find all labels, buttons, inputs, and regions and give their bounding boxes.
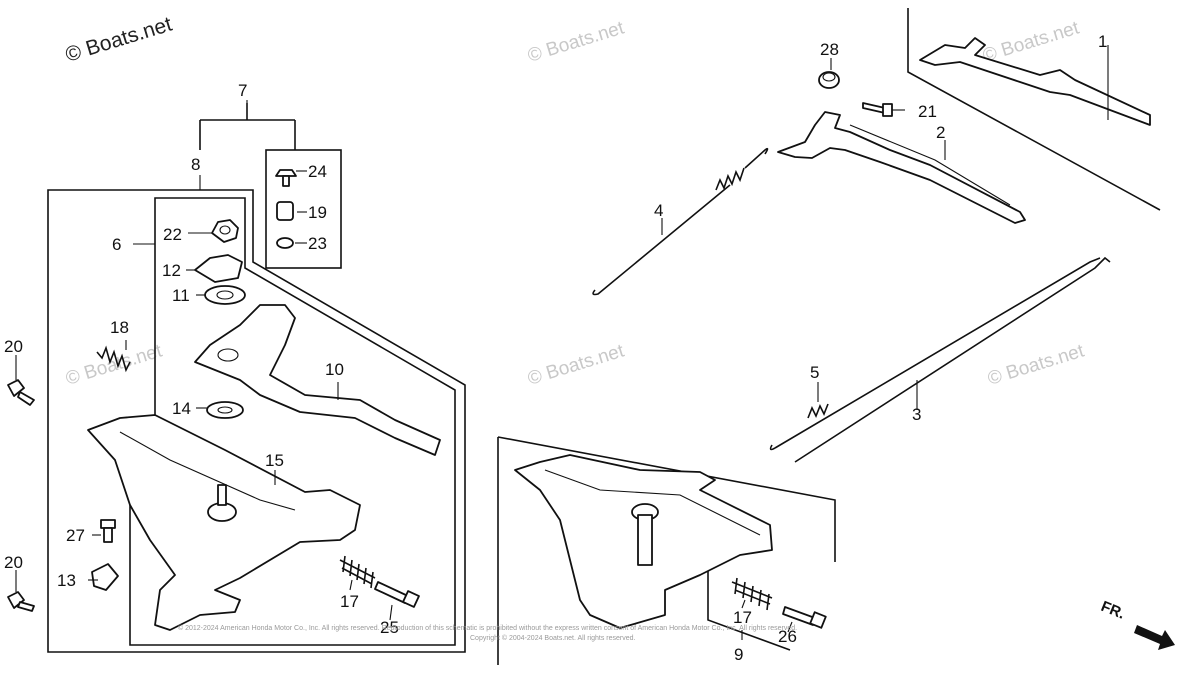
part-17-spring-right	[731, 577, 773, 611]
callout-14: 14	[172, 399, 191, 418]
front-direction-indicator: FR.	[1099, 598, 1175, 650]
watermark: © Boats.net	[63, 340, 165, 389]
part-14-washer	[206, 401, 244, 419]
callout-23: 23	[308, 234, 327, 253]
watermark: © Boats.net	[525, 340, 627, 389]
callout-12: 12	[162, 261, 181, 280]
callout-8: 8	[191, 155, 200, 174]
part-11-washer	[204, 285, 246, 305]
part-17-spring-left	[339, 555, 376, 589]
part-24-bolt	[275, 169, 297, 187]
part-10-lever	[194, 304, 441, 456]
callout-17-right: 17	[733, 608, 752, 627]
callout-21: 21	[918, 102, 937, 121]
callout-25: 25	[380, 618, 399, 637]
part-20-bolt-upper	[7, 379, 35, 406]
part-5-spring	[807, 403, 829, 419]
assembly-frame-9	[497, 436, 836, 665]
callout-5: 5	[810, 363, 819, 382]
front-direction-label: FR.	[1099, 598, 1128, 623]
callout-20-upper: 20	[4, 337, 23, 356]
callout-20-lower: 20	[4, 553, 23, 572]
part-2-lever	[777, 111, 1026, 224]
part-23-washer	[276, 237, 294, 249]
watermark: © Boats.net	[980, 17, 1082, 66]
callout-18: 18	[110, 318, 129, 337]
part-15-base	[87, 414, 361, 631]
assembly-frame-1	[907, 8, 1161, 211]
part-26-bolt	[782, 606, 827, 629]
callout-9: 9	[734, 645, 743, 664]
part-27-screw	[100, 519, 116, 543]
callout-24: 24	[308, 162, 327, 181]
callout-1: 1	[1098, 32, 1107, 51]
part-25-bolt	[374, 581, 420, 608]
leader-lines	[15, 45, 1109, 640]
callout-3: 3	[912, 405, 921, 424]
copyright-line-2: Copyright © 2004-2024 Boats.net. All rig…	[470, 634, 636, 642]
watermark: © Boats.net	[525, 17, 627, 66]
callout-7: 7	[238, 81, 247, 100]
part-4-rod	[592, 147, 769, 296]
part-22-nut	[211, 219, 239, 243]
part-19-collar	[276, 201, 294, 221]
callout-19: 19	[308, 203, 327, 222]
part-13-clip	[91, 563, 119, 591]
callout-11: 11	[172, 286, 190, 305]
callout-15: 15	[265, 451, 284, 470]
part-28-nut	[818, 71, 840, 89]
callout-6: 6	[112, 235, 121, 254]
part-18-spring	[96, 345, 131, 373]
callout-17-left: 17	[340, 592, 359, 611]
part-21-bolt	[862, 102, 893, 117]
part-3-rod	[769, 256, 1111, 463]
watermark: © Boats.net	[985, 340, 1087, 389]
callout-26: 26	[778, 627, 797, 646]
callout-4: 4	[654, 201, 663, 220]
part-12-plate	[194, 254, 243, 283]
callout-2: 2	[936, 123, 945, 142]
part-20-bolt-lower	[7, 591, 35, 612]
watermark-main: © Boats.net	[63, 13, 175, 67]
copyright-line-1: © 2012-2024 American Honda Motor Co., In…	[178, 624, 797, 632]
callout-22: 22	[163, 225, 182, 244]
callout-10: 10	[325, 360, 344, 379]
callout-28: 28	[820, 40, 839, 59]
callout-13: 13	[57, 571, 76, 590]
callout-27: 27	[66, 526, 85, 545]
front-arrow-icon	[1134, 625, 1175, 650]
part-1-lever	[919, 37, 1151, 126]
